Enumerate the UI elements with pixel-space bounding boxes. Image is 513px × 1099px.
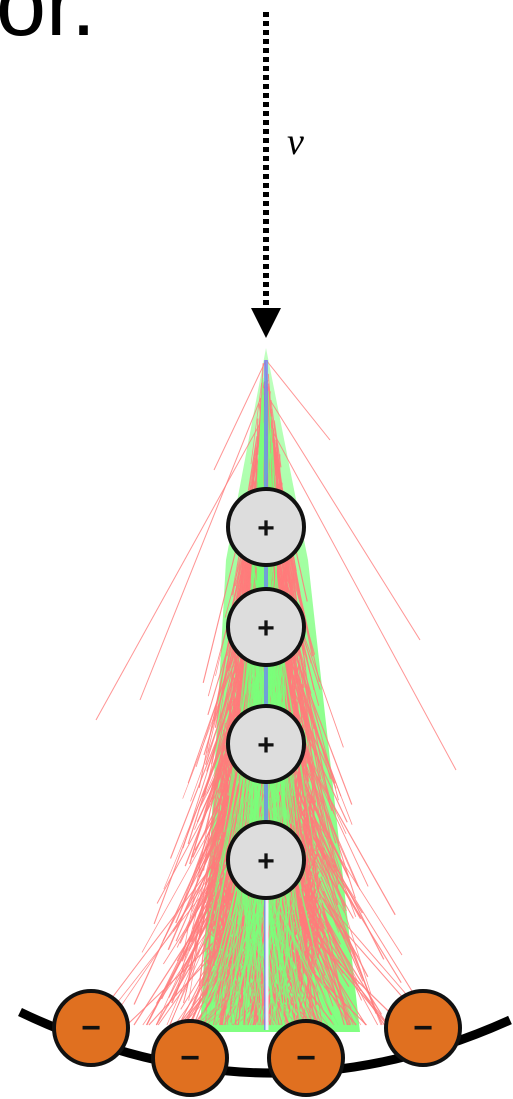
shower-track [203,654,235,756]
shower-track [285,882,321,1026]
shower-track [317,838,428,1016]
shower-track [213,359,267,471]
shower-track [216,892,242,1026]
shower-track [228,886,239,1016]
shower-track [271,429,457,771]
shower-track [250,382,262,465]
negative-charge: − [52,989,130,1067]
shower-track [182,905,208,1004]
shower-track [261,940,314,1026]
shower-track [182,742,224,956]
neutrino-arrow [251,12,281,338]
shower-track [99,868,223,1026]
negative-charge: − [384,989,462,1067]
negative-symbol: − [180,1039,200,1077]
negative-symbol: − [81,1009,101,1047]
shower-track [287,896,366,1026]
shower-track [320,876,383,1026]
shower-track [139,379,269,701]
shower-track [133,823,218,1005]
shower-track [276,920,283,996]
positive-charge: + [226,587,306,667]
shower-track [95,419,263,721]
positive-symbol: + [257,612,275,645]
title-fragment: or. [0,0,97,55]
shower-track [155,934,210,1026]
shower-track [296,657,331,780]
shower-track [141,783,237,953]
shower-track [307,835,354,919]
particle-shower [90,348,457,1032]
positive-charges: + + + + [226,487,306,900]
shower-track [269,399,421,641]
shower-track [194,811,236,952]
positive-symbol: + [257,845,275,878]
shower-track [278,910,335,1026]
shower-track [302,913,319,1026]
shower-track [205,909,238,1026]
shower-track [201,926,244,1026]
shower-track [286,925,339,1026]
shower-track [210,768,245,871]
shower-track [301,901,385,1026]
positive-symbol: + [257,512,275,545]
negative-charges: − − − − [52,989,462,1097]
shower-track [265,359,331,441]
shower-track [309,922,339,1003]
shower-track [323,898,356,956]
positive-symbol: + [257,729,275,762]
shower-track [204,759,224,832]
positive-charge: + [226,820,306,900]
shower-track [290,669,317,756]
shower-track [309,841,382,1026]
shower-track [306,805,403,956]
shower-track [321,911,363,1001]
shower-track [205,776,228,904]
shower-track [288,889,306,961]
positive-charge: + [226,704,306,784]
shower-track [153,729,228,925]
shower-track [301,684,340,885]
negative-charge: − [151,1019,229,1097]
shower-track [133,870,234,1026]
neutrino-label: ν [287,121,304,163]
shower-track [189,665,249,865]
shower-track [270,916,288,981]
shower-track [181,838,228,962]
shower-track [180,918,210,975]
shower-track [285,755,332,953]
shower-track [233,880,261,1026]
shower-track [244,882,251,1021]
shower-track [307,892,348,1026]
shower-track [289,682,337,789]
shower-track [268,911,281,956]
shower-track [166,923,211,1026]
negative-symbol: − [413,1009,433,1047]
shower-track [194,807,221,851]
shower-track [312,892,362,992]
shower-track [169,660,248,859]
negative-symbol: − [296,1039,316,1077]
shower-track [294,797,326,861]
negative-charge: − [267,1019,345,1097]
shower-track [266,910,280,976]
shower-track [182,646,248,849]
arrow-head-icon [251,308,281,338]
shower-track [222,651,240,690]
shower-track [309,810,320,956]
shower-track [213,732,234,910]
shower-track [155,911,208,1026]
shower-track [265,890,285,952]
shower-track [280,871,302,1026]
positive-charge: + [226,487,306,567]
shower-track [221,698,235,754]
shower-track [286,770,385,960]
shower-track [299,834,346,914]
